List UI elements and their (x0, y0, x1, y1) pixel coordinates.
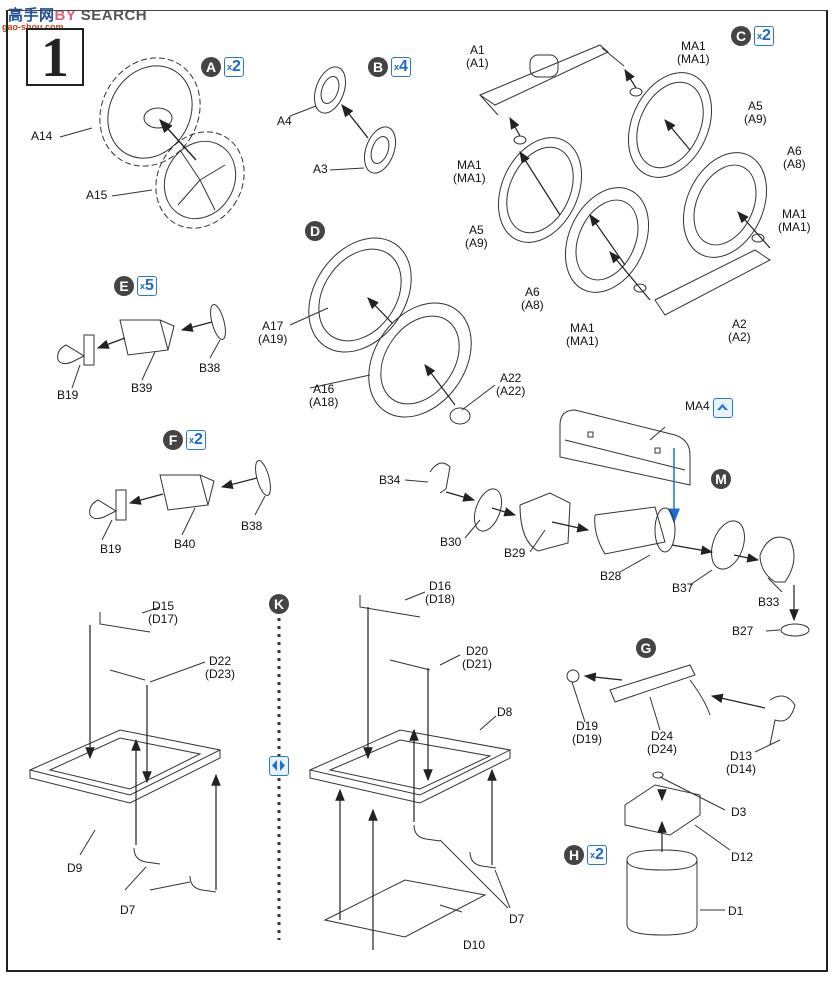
part-label: D13(D14) (726, 749, 757, 776)
part-label: D24(D24) (647, 729, 678, 756)
watermark-search: SEARCH (80, 7, 148, 24)
part-label: MA4 (685, 399, 710, 413)
instruction-frame (6, 10, 828, 972)
part-label: D10 (463, 938, 486, 952)
subassembly-m-letter: M (711, 469, 731, 489)
part-label: A14 (31, 129, 53, 143)
part-label: A17(A19) (258, 319, 288, 346)
part-label: B19 (100, 542, 122, 556)
watermark: 高手网BY SEARCH (8, 4, 147, 25)
part-label: B27 (732, 624, 754, 638)
sprocket-a15 (155, 131, 245, 229)
subassembly-a-letter: A (201, 57, 221, 77)
part-label: A2(A2) (728, 317, 751, 344)
mirror-swap-icon (269, 756, 289, 776)
part-label: D19(D19) (572, 719, 603, 746)
subassembly-h-badge: H x2 (564, 845, 607, 865)
part-label: A5(A9) (744, 99, 767, 126)
subassembly-e-multiplier: x5 (137, 276, 157, 296)
part-label: D1 (728, 904, 744, 918)
subassembly-c-letter: C (731, 26, 751, 46)
part-label: A5(A9) (465, 223, 488, 250)
part-label: A4 (277, 114, 292, 128)
part-label: B39 (131, 381, 153, 395)
subassembly-d-letter: D (305, 221, 325, 241)
part-label: D9 (67, 861, 83, 875)
part-label: B38 (241, 519, 263, 533)
part-label: B37 (672, 581, 694, 595)
part-label: D12 (731, 850, 754, 864)
part-label: B40 (174, 537, 196, 551)
part-label: MA1(MA1) (778, 207, 811, 234)
subassembly-h-letter: H (564, 845, 584, 865)
subassembly-e-badge: E x5 (114, 276, 157, 296)
part-label: D8 (497, 705, 513, 719)
subassembly-f-badge: F x2 (163, 430, 206, 450)
part-label: A15 (86, 188, 108, 202)
part-label: B30 (440, 535, 462, 549)
subassembly-g-badge: G (636, 638, 656, 658)
photo-etch-up-icon (713, 398, 733, 418)
part-label: B28 (600, 569, 622, 583)
part-label: A3 (313, 162, 328, 176)
subassembly-e-letter: E (114, 276, 134, 296)
part-label: B33 (758, 595, 780, 609)
part-label: MA1(MA1) (677, 39, 710, 66)
step-number: 1 (26, 28, 84, 86)
subassembly-c-multiplier: x2 (754, 26, 774, 46)
part-label: A6(A8) (521, 285, 544, 312)
part-label: D7 (120, 903, 136, 917)
subassembly-b-multiplier: x4 (391, 57, 411, 77)
subassembly-m-badge: M (711, 469, 731, 489)
part-label: B38 (199, 361, 221, 375)
part-label: D22(D23) (205, 654, 236, 681)
watermark-url: gao-shou.com (2, 22, 64, 32)
subassembly-k-badge: K (269, 594, 289, 614)
subassembly-c-badge: C x2 (731, 26, 774, 46)
part-label: A22(A22) (496, 371, 526, 398)
part-label: A1(A1) (466, 43, 489, 70)
subassembly-k-letter: K (269, 594, 289, 614)
part-label: MA1(MA1) (453, 158, 486, 185)
part-label: D16(D18) (425, 579, 456, 606)
subassembly-b-letter: B (368, 57, 388, 77)
watermark-cn: 高手网 (8, 7, 55, 24)
subassembly-f-letter: F (163, 430, 183, 450)
subassembly-d-badge: D (305, 221, 325, 241)
part-label: B29 (504, 546, 526, 560)
part-label: B19 (57, 388, 79, 402)
part-label: D20(D21) (462, 644, 493, 671)
part-label: A6(A8) (783, 144, 806, 171)
part-label: D15(D17) (148, 599, 179, 626)
subassembly-b-badge: B x4 (368, 57, 411, 77)
watermark-hobby: BY (54, 7, 77, 24)
part-label: MA1(MA1) (566, 321, 599, 348)
subassembly-a-multiplier: x2 (224, 57, 244, 77)
part-label: B34 (379, 473, 401, 487)
sprocket-a14 (99, 57, 201, 167)
subassembly-a-badge: A x2 (201, 57, 244, 77)
part-label: D7 (509, 912, 525, 926)
part-label: D3 (731, 805, 747, 819)
subassembly-g-letter: G (636, 638, 656, 658)
subassembly-f-multiplier: x2 (186, 430, 206, 450)
subassembly-h-multiplier: x2 (587, 845, 607, 865)
part-label: A16(A18) (309, 382, 339, 409)
